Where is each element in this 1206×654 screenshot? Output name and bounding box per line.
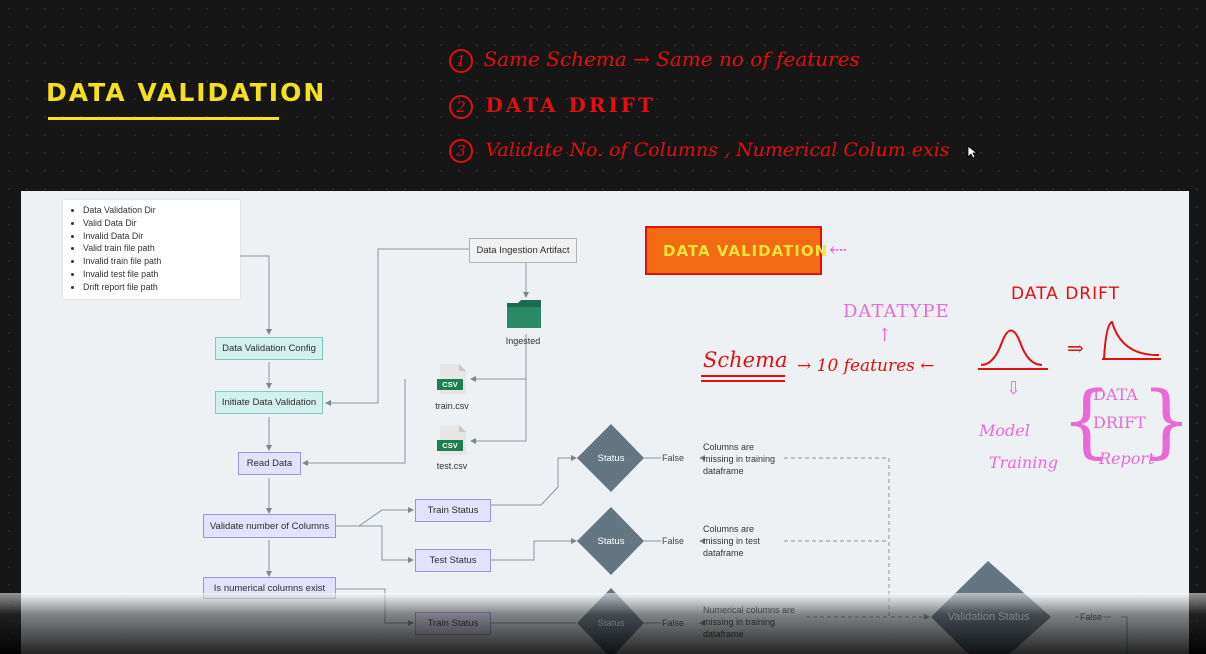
test-csv-label: test.csv bbox=[436, 461, 468, 471]
schema-underline bbox=[701, 375, 785, 377]
data-validation-config-node[interactable]: Data Validation Config bbox=[215, 337, 323, 360]
datatype-label: DATATYPE bbox=[843, 301, 950, 322]
data-ingestion-artifact-node[interactable]: Data Ingestion Artifact bbox=[469, 238, 577, 263]
config-item: Invalid Data Dir bbox=[83, 230, 234, 243]
note-line: missing in training bbox=[703, 617, 776, 627]
validate-number-of-columns-node[interactable]: Validate number of Columns bbox=[203, 514, 336, 538]
note-line: dataframe bbox=[703, 629, 744, 639]
note-point-3: 3 Validate No. of Columns , Numerical Co… bbox=[449, 139, 950, 163]
note-line: Columns are bbox=[703, 442, 755, 452]
data-drift-title: DATA DRIFT bbox=[1011, 284, 1120, 304]
features-label: → 10 features ← bbox=[797, 356, 935, 376]
status-label-3: Status bbox=[597, 618, 625, 629]
point-number-3: 3 bbox=[449, 139, 473, 163]
mouse-cursor-icon bbox=[967, 145, 977, 159]
note-train-missing: Columns are missing in training datafram… bbox=[703, 441, 775, 477]
train-status-numerical-node[interactable]: Train Status bbox=[415, 612, 491, 635]
train-csv-tag: CSV bbox=[442, 380, 458, 389]
note-numerical-missing: Numerical columns are missing in trainin… bbox=[703, 604, 795, 640]
model-label: Model bbox=[979, 421, 1030, 440]
status-label-1: Status bbox=[597, 453, 625, 464]
config-item: Valid Data Dir bbox=[83, 217, 234, 230]
config-item: Valid train file path bbox=[83, 242, 234, 255]
test-csv-tag: CSV bbox=[442, 441, 458, 450]
notes-title: DATA VALIDATION bbox=[46, 78, 327, 107]
diagram-panel: Data Validation Dir Valid Data Dir Inval… bbox=[21, 191, 1189, 654]
brace-left: { bbox=[1061, 374, 1112, 467]
config-item: Drift report file path bbox=[83, 281, 234, 294]
down-arrow: ⇩ bbox=[1006, 378, 1022, 399]
note-test-missing: Columns are missing in test dataframe bbox=[703, 523, 760, 559]
point-number-1: 1 bbox=[449, 49, 473, 73]
title-underline bbox=[48, 117, 279, 120]
training-label: Training bbox=[989, 453, 1058, 472]
drift-report-line-1: DATA bbox=[1093, 385, 1138, 404]
note-line: missing in training bbox=[703, 454, 776, 464]
train-status-node[interactable]: Train Status bbox=[415, 499, 491, 522]
point-text-2: DATA DRIFT bbox=[485, 93, 656, 117]
point-number-2: 2 bbox=[449, 95, 473, 119]
false-label-1: False bbox=[661, 453, 686, 463]
drift-report-line-3: Report bbox=[1099, 449, 1155, 468]
is-numerical-columns-exist-node[interactable]: Is numerical columns exist bbox=[203, 577, 336, 599]
distribution-curves bbox=[978, 320, 1161, 370]
note-line: dataframe bbox=[703, 466, 744, 476]
folder-icon bbox=[507, 300, 541, 328]
schema-label: Schema bbox=[703, 348, 788, 372]
note-line: missing in test bbox=[703, 536, 761, 546]
drift-report-line-2: DRIFT bbox=[1093, 413, 1146, 432]
datatype-up-arrow: ↑ bbox=[877, 325, 893, 346]
highlight-box-text: DATA VALIDATION bbox=[663, 242, 829, 260]
note-point-1: 1 Same Schema → Same no of features bbox=[449, 47, 860, 73]
note-line: Numerical columns are bbox=[703, 605, 796, 615]
read-data-node[interactable]: Read Data bbox=[238, 452, 301, 475]
implies-arrow: ⇒ bbox=[1067, 336, 1084, 360]
brace-right: } bbox=[1141, 374, 1189, 467]
test-csv-file-icon bbox=[437, 425, 466, 455]
note-line: dataframe bbox=[703, 548, 744, 558]
config-item: Data Validation Dir bbox=[83, 204, 234, 217]
test-status-node[interactable]: Test Status bbox=[415, 549, 491, 572]
note-point-2: 2 DATA DRIFT bbox=[449, 93, 656, 119]
false-label-3: False bbox=[661, 618, 686, 628]
ingested-label: Ingested bbox=[505, 336, 541, 346]
config-list: Data Validation Dir Valid Data Dir Inval… bbox=[63, 200, 240, 299]
point-text-3: Validate No. of Columns , Numerical Colu… bbox=[485, 139, 950, 161]
config-item: Invalid test file path bbox=[83, 268, 234, 281]
status-label-2: Status bbox=[597, 536, 625, 547]
point-text-1: Same Schema → Same no of features bbox=[483, 47, 860, 71]
false-label-4: False bbox=[1079, 612, 1104, 622]
false-label-2: False bbox=[661, 536, 686, 546]
note-line: Columns are bbox=[703, 524, 755, 534]
data-validation-highlight-box: DATA VALIDATION bbox=[645, 226, 827, 275]
pointer-arrow: ⇠ bbox=[829, 238, 848, 263]
validation-status-label: Validation Status bbox=[947, 611, 1030, 623]
initiate-data-validation-node[interactable]: Initiate Data Validation bbox=[215, 391, 323, 414]
train-csv-file-icon bbox=[437, 364, 466, 394]
config-item: Invalid train file path bbox=[83, 255, 234, 268]
train-csv-label: train.csv bbox=[435, 401, 469, 411]
